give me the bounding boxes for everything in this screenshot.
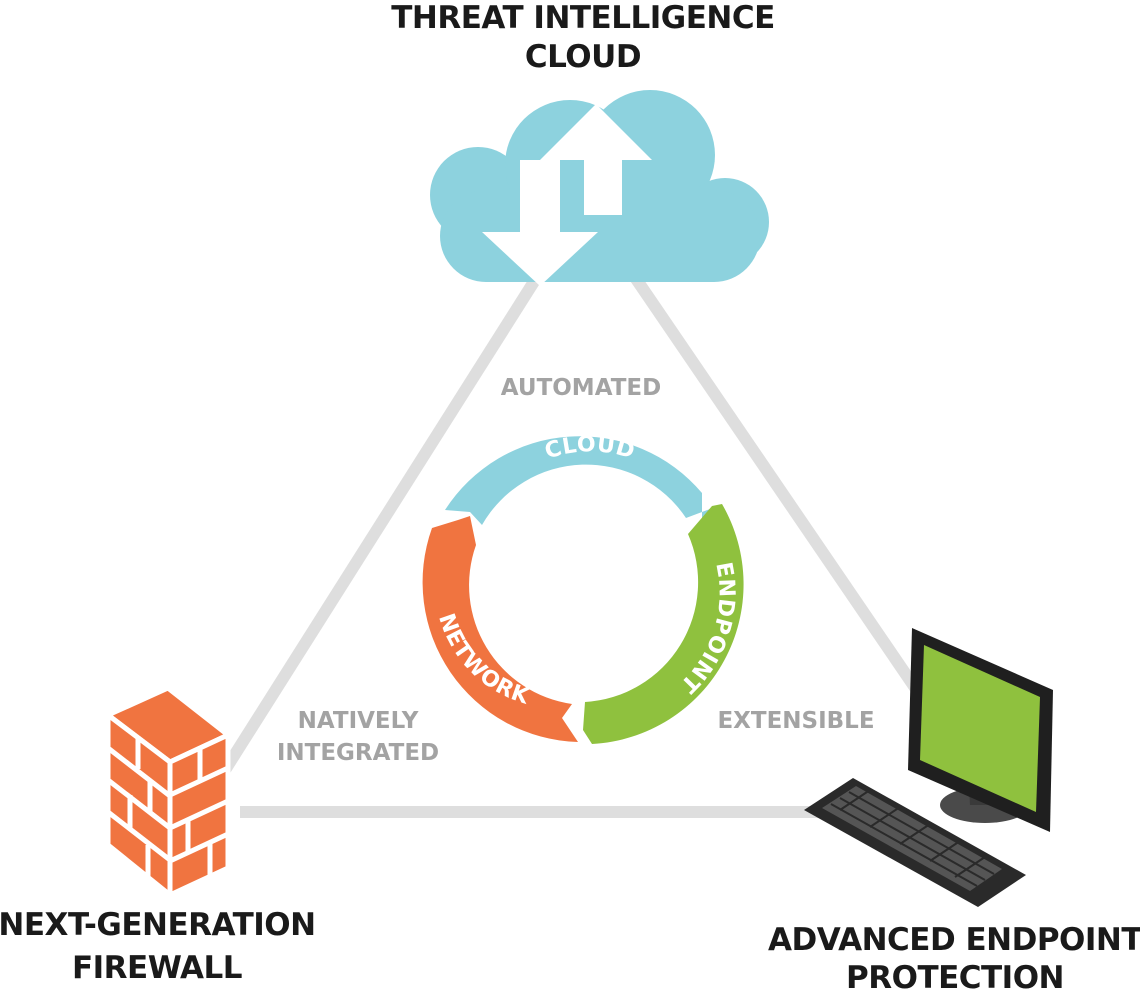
cloud-title-line2: CLOUD	[525, 39, 641, 75]
cycle-ring: CLOUD ENDPOINT NETWORK	[422, 432, 744, 744]
endpoint-node: ADVANCED ENDPOINT PROTECTION	[768, 628, 1140, 996]
firewall-title-line2: FIREWALL	[72, 950, 242, 986]
cloud-sync-icon	[430, 90, 769, 286]
ring-segment-cloud	[445, 436, 718, 525]
cloud-title-line1: THREAT INTELLIGENCE	[391, 0, 775, 36]
ring-segment-endpoint	[583, 504, 744, 744]
edge-label-automated: AUTOMATED	[501, 375, 661, 401]
edge-label-natively: NATIVELY	[298, 708, 419, 734]
threat-intelligence-cloud-node: THREAT INTELLIGENCE CLOUD	[391, 0, 775, 286]
edge-label-extensible: EXTENSIBLE	[717, 708, 874, 734]
edge-label-integrated: INTEGRATED	[277, 740, 439, 766]
brick-wall-icon	[105, 685, 231, 898]
connector-lines	[219, 266, 925, 818]
endpoint-title-line2: PROTECTION	[846, 960, 1064, 996]
endpoint-title-line1: ADVANCED ENDPOINT	[768, 922, 1140, 958]
firewall-node: NEXT-GENERATION FIREWALL	[0, 685, 316, 986]
desktop-computer-icon	[804, 628, 1053, 907]
connector-cloud-endpoint	[625, 266, 925, 699]
connector-cloud-firewall	[219, 276, 541, 774]
firewall-title-line1: NEXT-GENERATION	[0, 907, 316, 943]
ring-segment-network	[422, 516, 578, 742]
